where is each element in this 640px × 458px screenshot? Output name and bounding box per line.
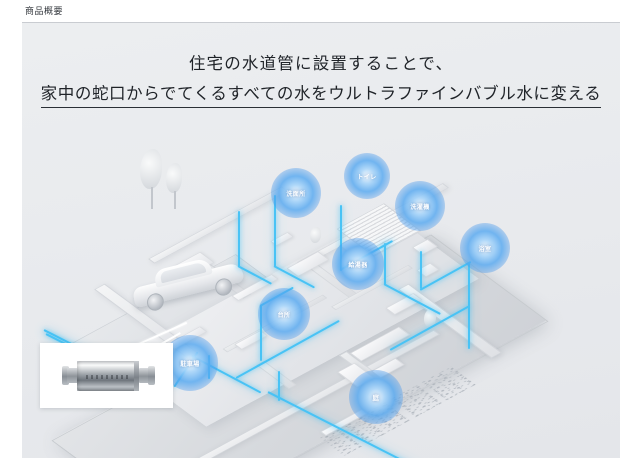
device-cap-right <box>148 366 155 385</box>
ultrafine-bubble-generator-icon <box>62 359 155 393</box>
device-neck-left <box>67 368 79 383</box>
label-water-heater-text: 給湯器 <box>348 261 368 269</box>
label-bathroom[interactable]: 浴室 <box>460 223 510 273</box>
label-kitchen[interactable]: 台所 <box>258 288 310 340</box>
tree-left <box>140 149 162 209</box>
label-kitchen-text: 台所 <box>277 311 291 319</box>
breadcrumb-bar: 商品概要 <box>0 0 640 22</box>
device-cap-left <box>62 366 69 385</box>
pipe-bath-riser <box>420 251 422 289</box>
label-garden[interactable]: 庭 <box>349 370 403 424</box>
device-barrel <box>77 361 139 391</box>
label-washroom-text: 洗面所 <box>286 190 306 198</box>
label-toilet-text: トイレ <box>357 173 377 181</box>
label-garden-text: 庭 <box>372 394 380 402</box>
headline-line-2: 家中の蛇口からでてくるすべての水をウルトラファインバブル水に変える <box>40 81 602 109</box>
headline-line-1: 住宅の水道管に設置することで、 <box>188 54 454 73</box>
label-water-heater[interactable]: 給湯器 <box>332 238 384 290</box>
pipe-heater-riser <box>384 243 386 285</box>
shrub-corner <box>424 309 436 327</box>
shrub-interior <box>310 227 321 243</box>
label-washroom[interactable]: 洗面所 <box>271 168 321 218</box>
tree-left-2 <box>166 163 182 209</box>
pipe-toilet-riser <box>274 195 276 267</box>
device-band-right <box>134 361 139 391</box>
device-etching <box>86 375 130 379</box>
label-laundry-text: 洗濯機 <box>410 203 430 211</box>
pipe-garden-riser <box>278 371 280 401</box>
label-bathroom-text: 浴室 <box>478 245 492 253</box>
label-laundry[interactable]: 洗濯機 <box>395 181 445 231</box>
slide-panel: 住宅の水道管に設置することで、 家中の蛇口からでてくるすべての水をウルトラファイ… <box>22 22 620 458</box>
label-toilet[interactable]: トイレ <box>344 153 390 199</box>
product-inset-card[interactable] <box>40 343 173 408</box>
pipe-kitchen-riser <box>260 305 262 361</box>
pipe-washroom-riser <box>238 211 240 267</box>
page-title: 住宅の水道管に設置することで、 家中の蛇口からでてくるすべての水をウルトラファイ… <box>22 51 620 109</box>
label-parking-text: 駐車場 <box>180 360 200 368</box>
pipe-laundry-riser <box>340 205 342 271</box>
house-isometric-diagram: 洗面所 トイレ 洗濯機 給湯器 浴室 台所 駐車場 庭 <box>22 133 620 458</box>
breadcrumb: 商品概要 <box>25 7 64 17</box>
